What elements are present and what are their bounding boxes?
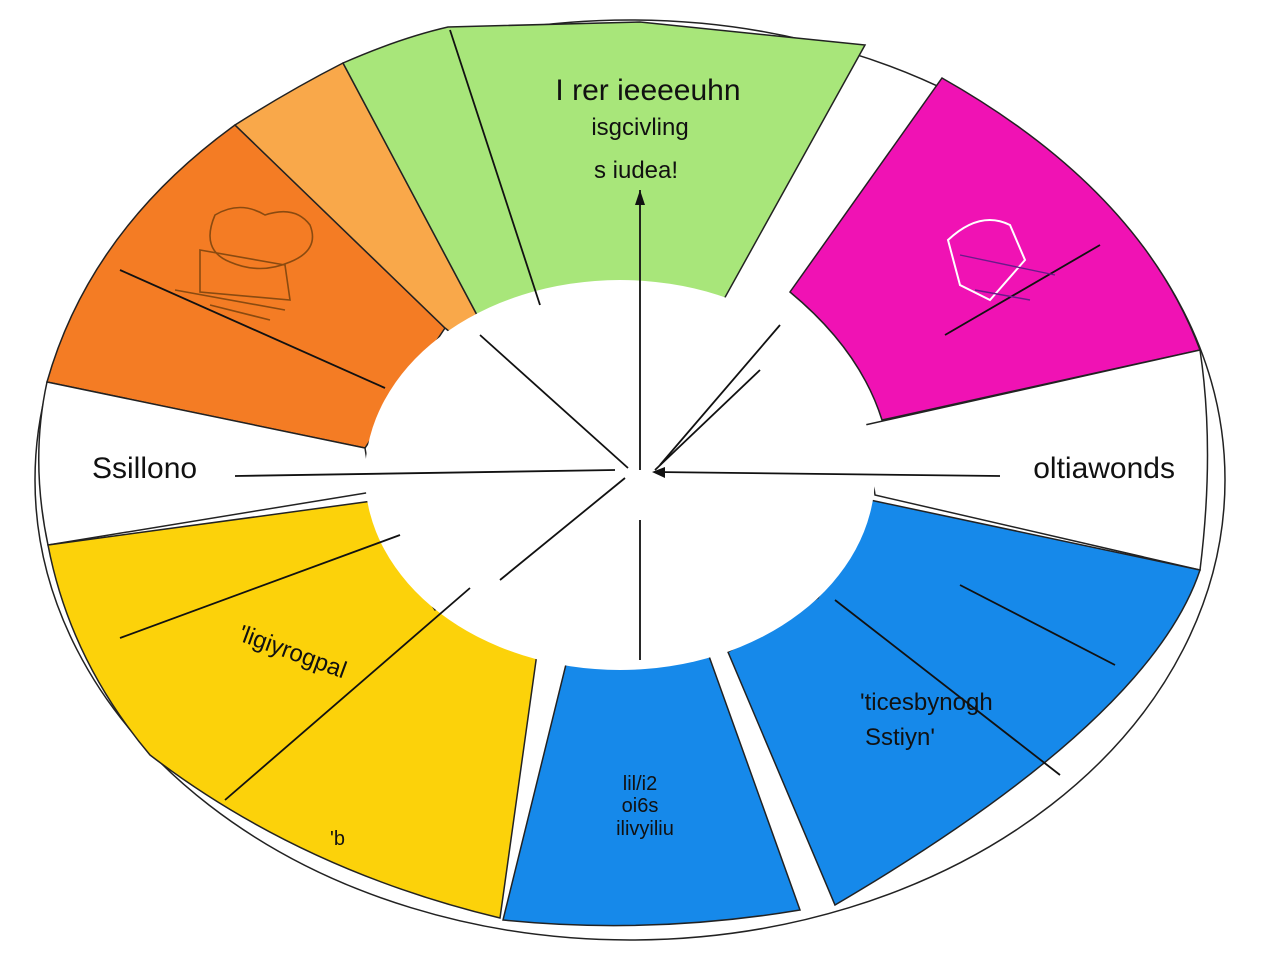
label-top-line3: s iudea!: [594, 157, 678, 184]
label-bottom-center-line1: lil/i2: [623, 773, 657, 795]
label-top-line2: isgcivling: [591, 114, 688, 141]
label-right: oltiawonds: [1033, 452, 1175, 485]
label-bottom-right-line1: 'ticesbynogh: [860, 689, 993, 716]
label-bottom-right-line2: Sstiyn': [865, 724, 935, 751]
label-top-line1: I rer ieeeeuhn: [555, 74, 740, 107]
segment-magenta: [788, 77, 1202, 421]
center-circle: [365, 280, 875, 670]
label-left: Ssillono: [92, 452, 197, 485]
segment-blue-right: [727, 499, 1201, 907]
connector-lines: [119, 29, 1116, 801]
label-bottom-left-small: 'b: [330, 828, 345, 850]
label-bottom-center-line2: oi6s: [622, 795, 659, 817]
label-bottom-center-line3: ilivyiliu: [616, 818, 674, 840]
brain-doodle-icon: [174, 206, 314, 321]
sketch-doodle-icon: [946, 219, 1056, 302]
